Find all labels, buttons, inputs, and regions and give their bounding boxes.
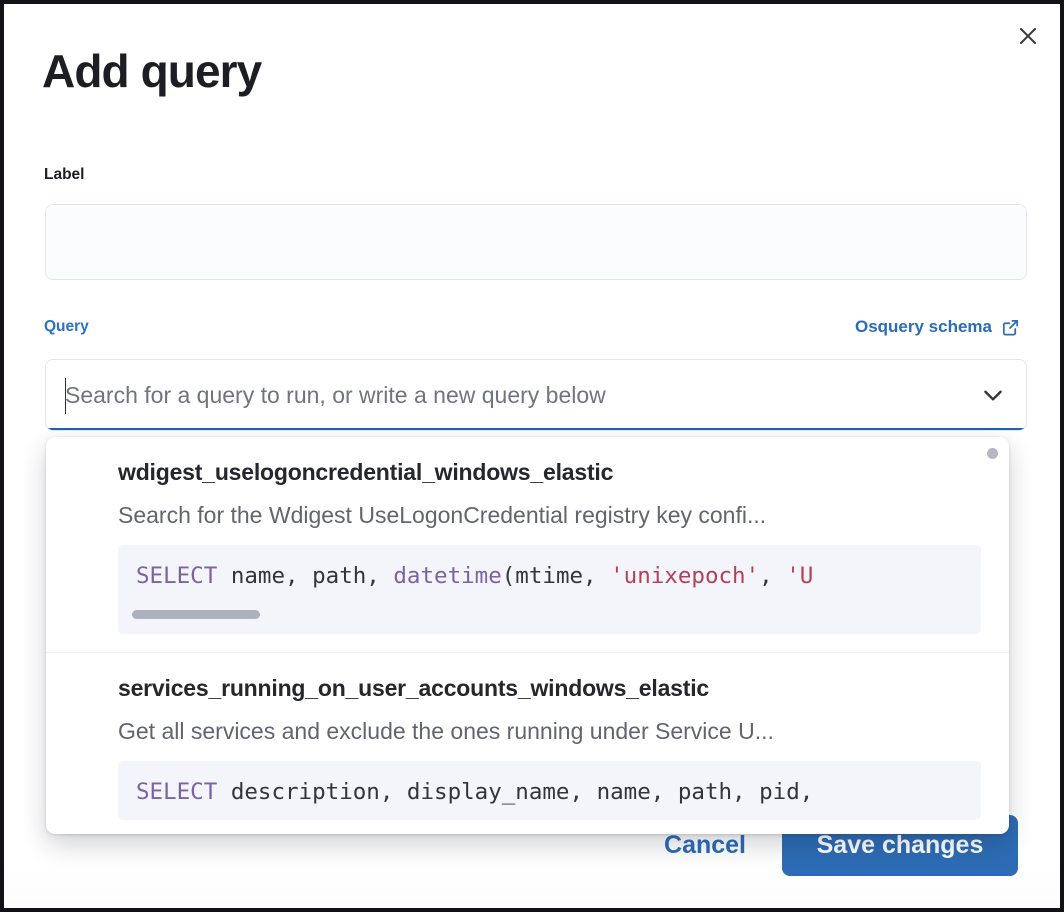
close-button[interactable] — [1008, 16, 1048, 56]
code-horizontal-scrollbar[interactable] — [118, 604, 981, 634]
close-icon — [1016, 24, 1040, 48]
suggestion-sql: SELECT name, path, datetime(mtime, 'unix… — [136, 563, 814, 589]
text-caret — [65, 378, 66, 414]
external-link-icon — [1001, 318, 1020, 337]
suggestion-title: wdigest_uselogoncredential_windows_elast… — [118, 459, 614, 485]
query-input-placeholder: Search for a query to run, or write a ne… — [65, 381, 606, 408]
suggestion-description: Search for the Wdigest UseLogonCredentia… — [118, 502, 767, 528]
page-title: Add query — [42, 45, 262, 97]
osquery-schema-link-label: Osquery schema — [854, 317, 992, 336]
label-field-label: Label — [44, 166, 85, 183]
suggestion-sql: SELECT description, display_name, name, … — [136, 778, 814, 805]
panel-vertical-scrollbar[interactable] — [987, 448, 998, 459]
chevron-down-icon[interactable] — [976, 378, 1010, 412]
suggestion-title: services_running_on_user_accounts_window… — [118, 674, 709, 701]
query-combobox[interactable]: Search for a query to run, or write a ne… — [45, 359, 1027, 431]
suggestions-list: wdigest_uselogoncredential_windows_elast… — [46, 437, 1009, 834]
list-item[interactable]: wdigest_uselogoncredential_windows_elast… — [46, 437, 1009, 634]
add-query-modal: Add query Label Query Osquery schema Sea… — [4, 4, 1060, 908]
suggestion-description: Get all services and exclude the ones ru… — [118, 717, 774, 744]
label-input[interactable] — [45, 204, 1027, 280]
query-field-label: Query — [44, 318, 89, 335]
osquery-schema-link[interactable]: Osquery schema — [855, 317, 1020, 337]
cancel-button[interactable]: Cancel — [654, 823, 756, 868]
suggestion-code-block: SELECT name, path, datetime(mtime, 'unix… — [118, 545, 981, 634]
list-item[interactable]: services_running_on_user_accounts_window… — [46, 651, 1009, 820]
code-scrollbar-thumb[interactable] — [132, 609, 260, 619]
suggestion-code-block: SELECT description, display_name, name, … — [118, 760, 981, 820]
query-suggestions-panel: wdigest_uselogoncredential_windows_elast… — [46, 437, 1009, 834]
